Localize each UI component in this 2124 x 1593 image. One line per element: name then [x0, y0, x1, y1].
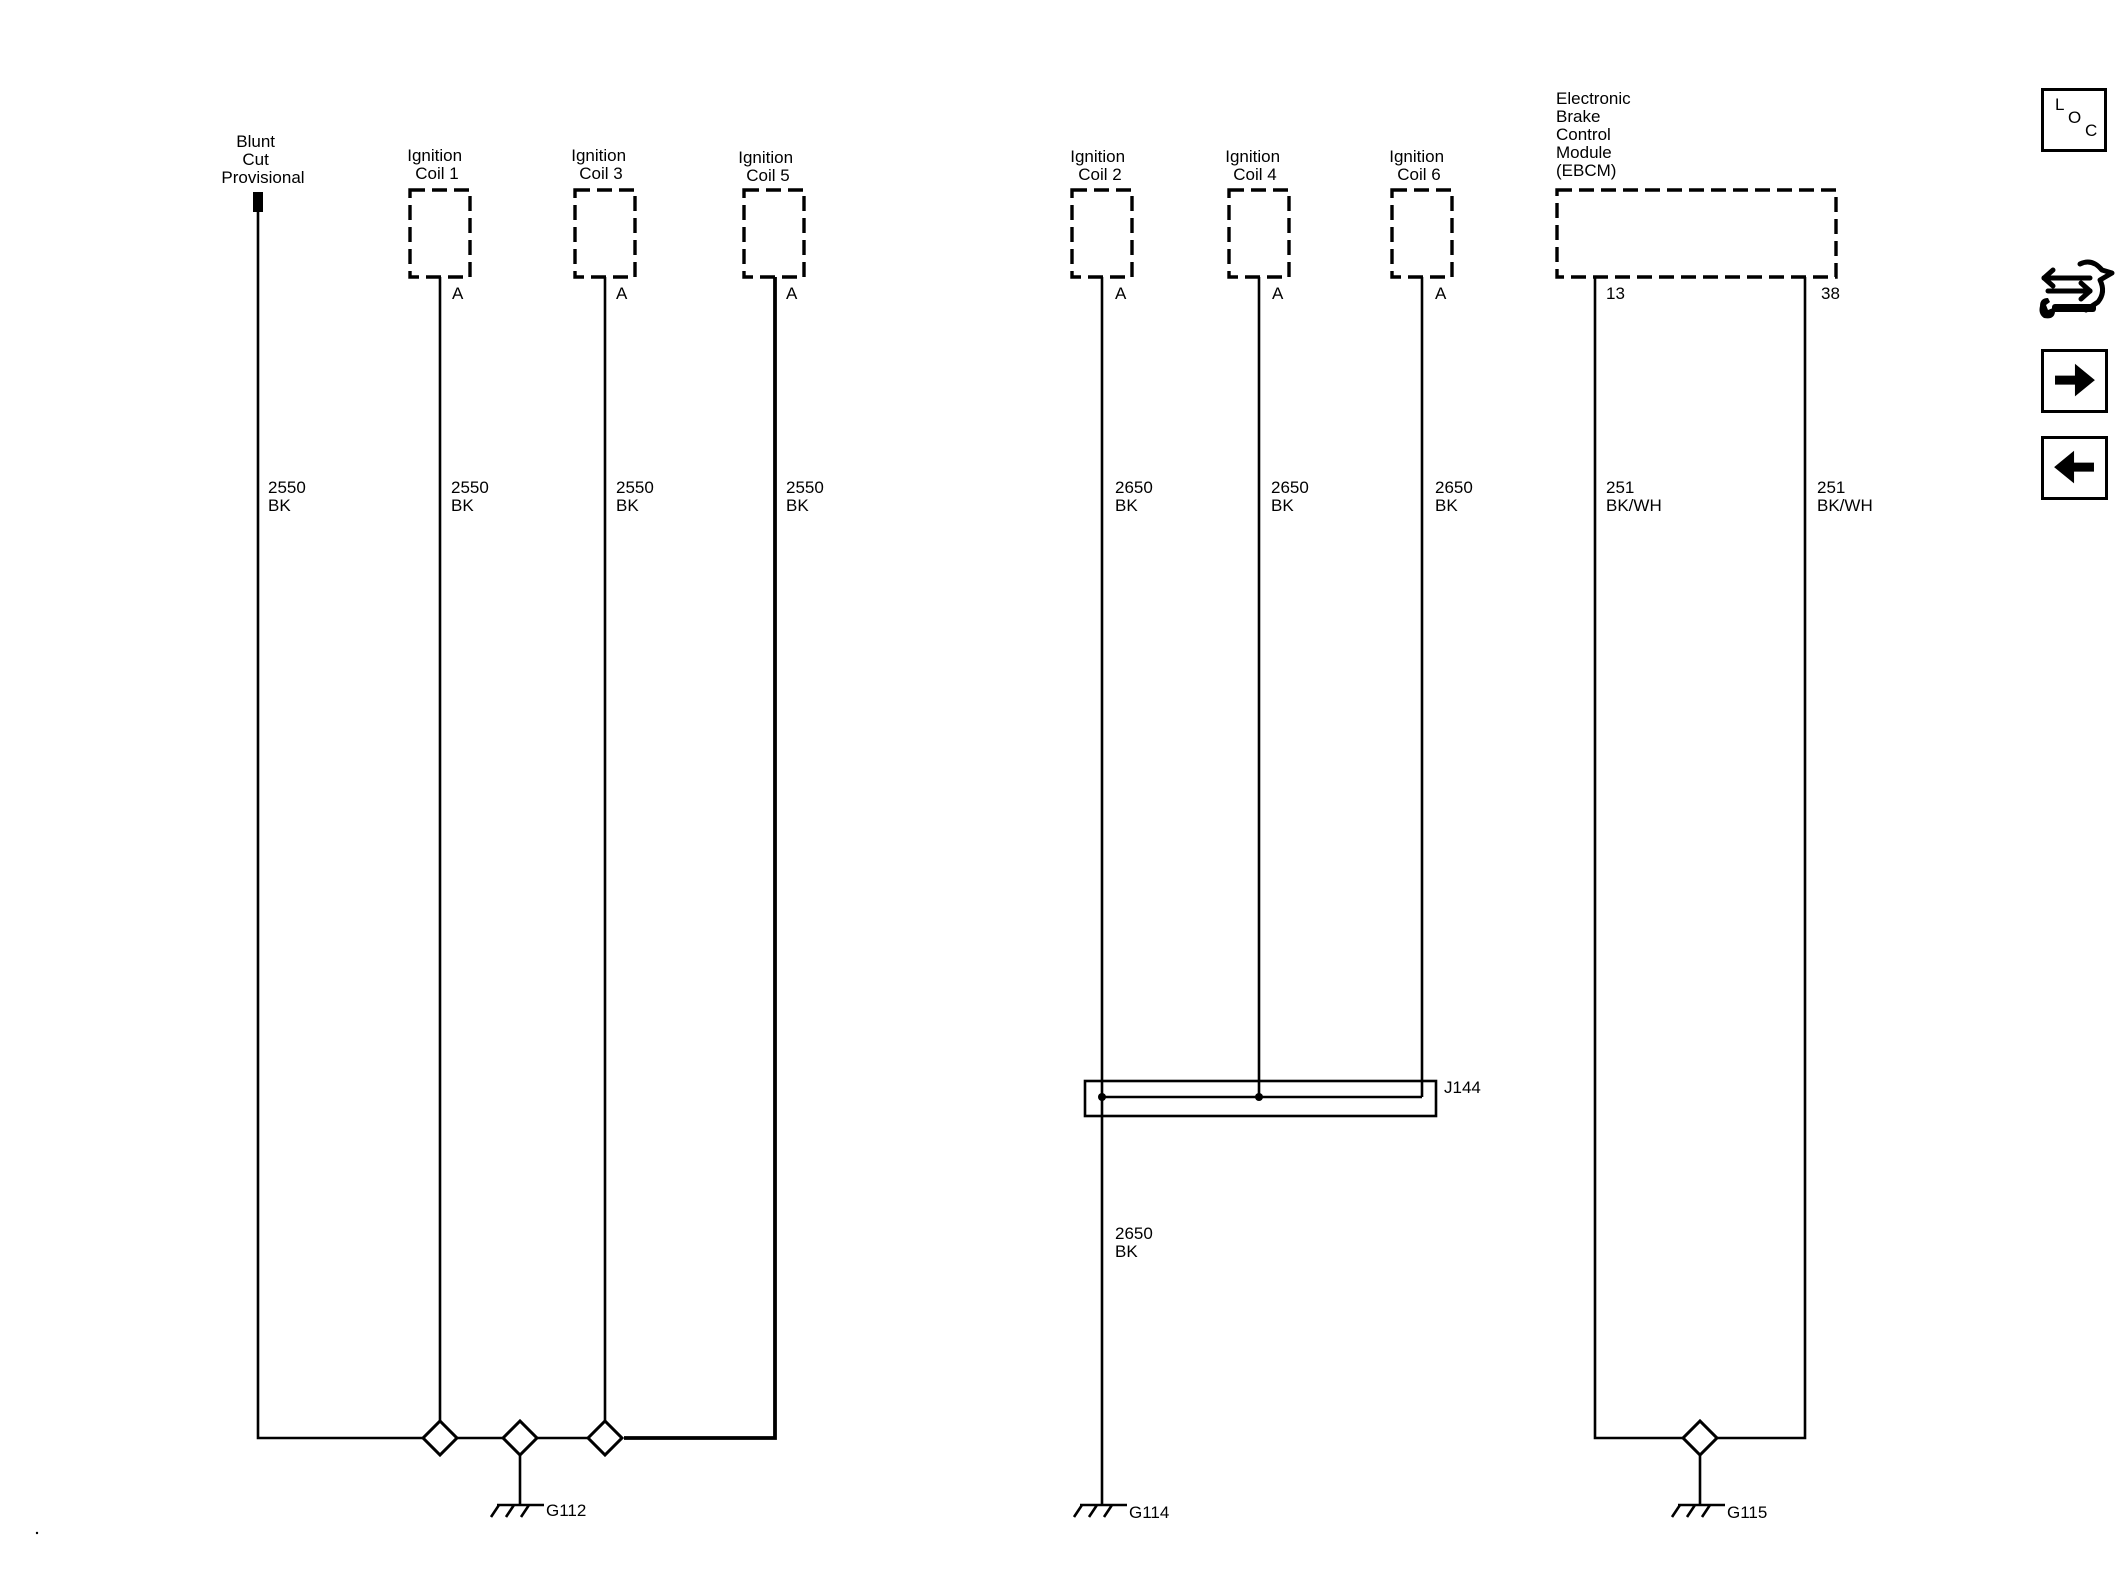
ground-g112-icon — [489, 1503, 544, 1518]
loc-letter-c: C — [2085, 121, 2098, 140]
blunt-cut-terminal — [253, 192, 263, 212]
coil-6-pin-label: A — [1435, 284, 1447, 303]
junction-node-g112 — [500, 1418, 540, 1458]
ebcm-pin-13-label: 13 — [1606, 284, 1625, 303]
arrow-right-icon — [2055, 363, 2095, 397]
coil-4-pin-label: A — [1272, 284, 1284, 303]
coil-1-pin-label: A — [452, 284, 464, 303]
wire-ebcm-38 — [1716, 277, 1807, 1440]
ground-g115-icon — [1670, 1503, 1725, 1518]
wire-label-coil-3: 2550 BK — [616, 478, 659, 515]
wire-label-blunt: 2550 BK — [268, 478, 311, 515]
ebcm-pin-38-label: 38 — [1821, 284, 1840, 303]
ground-g114-icon — [1072, 1503, 1127, 1518]
junction-node-g115 — [1680, 1418, 1720, 1458]
tools-icon[interactable] — [2036, 250, 2116, 330]
ignition-coil-5-box — [742, 188, 806, 279]
splice-j144-label: J144 — [1444, 1078, 1481, 1097]
splice-j144-point-2 — [1255, 1093, 1263, 1101]
loc-letter-o: O — [2068, 108, 2082, 127]
wire-label-coil-5: 2550 BK — [786, 478, 829, 515]
ignition-coil-2-label: Ignition Coil 2 — [1070, 147, 1130, 184]
wire-label-ebcm-38: 251 BK/WH — [1817, 478, 1873, 515]
ignition-coil-1-box — [408, 188, 472, 279]
coil-5-pin-label: A — [786, 284, 798, 303]
wire-label-coil-6: 2650 BK — [1435, 478, 1478, 515]
ignition-coil-5-label: Ignition Coil 5 — [738, 148, 798, 185]
location-button[interactable]: L O C — [2041, 88, 2107, 152]
wire-label-coil-2: 2650 BK — [1115, 478, 1158, 515]
ignition-coil-4-box — [1227, 188, 1291, 279]
ground-g112-label: G112 — [546, 1501, 586, 1520]
blunt-cut-label: Blunt Cut Provisional — [221, 132, 304, 187]
arrow-left-icon — [2054, 450, 2094, 484]
wire-blunt-cut — [256, 212, 424, 1440]
wire-label-coil-1: 2550 BK — [451, 478, 494, 515]
wire-label-ebcm-13: 251 BK/WH — [1606, 478, 1662, 515]
ground-g115-label: G115 — [1727, 1503, 1767, 1522]
ignition-coil-4-label: Ignition Coil 4 — [1225, 147, 1285, 184]
splice-j144-point-1 — [1098, 1093, 1106, 1101]
wire-ebcm-13 — [1593, 277, 1684, 1440]
ignition-coil-3-label: Ignition Coil 3 — [571, 146, 631, 183]
wire-coil-5 — [624, 277, 777, 1440]
wire-label-j144-out: 2650 BK — [1115, 1224, 1158, 1261]
forward-button[interactable] — [2041, 349, 2108, 413]
ignition-coil-3-box — [573, 188, 637, 279]
ignition-coil-2-box — [1070, 188, 1134, 279]
coil-2-pin-label: A — [1115, 284, 1127, 303]
ground-g114-label: G114 — [1129, 1503, 1169, 1522]
coil-3-pin-label: A — [616, 284, 628, 303]
ignition-coil-6-label: Ignition Coil 6 — [1389, 147, 1449, 184]
junction-node-coil-1 — [420, 1418, 460, 1458]
stray-mark — [35, 1531, 39, 1535]
wire-label-coil-4: 2650 BK — [1271, 478, 1314, 515]
ebcm-box — [1555, 188, 1838, 279]
splice-j144-outer — [1083, 1079, 1438, 1118]
ignition-coil-1-label: Ignition Coil 1 — [407, 146, 467, 183]
ebcm-label: Electronic Brake Control Module (EBCM) — [1556, 89, 1635, 180]
ignition-coil-6-box — [1390, 188, 1454, 279]
back-button[interactable] — [2041, 436, 2108, 500]
junction-node-coil-3 — [585, 1418, 625, 1458]
loc-letter-l: L — [2055, 95, 2065, 114]
